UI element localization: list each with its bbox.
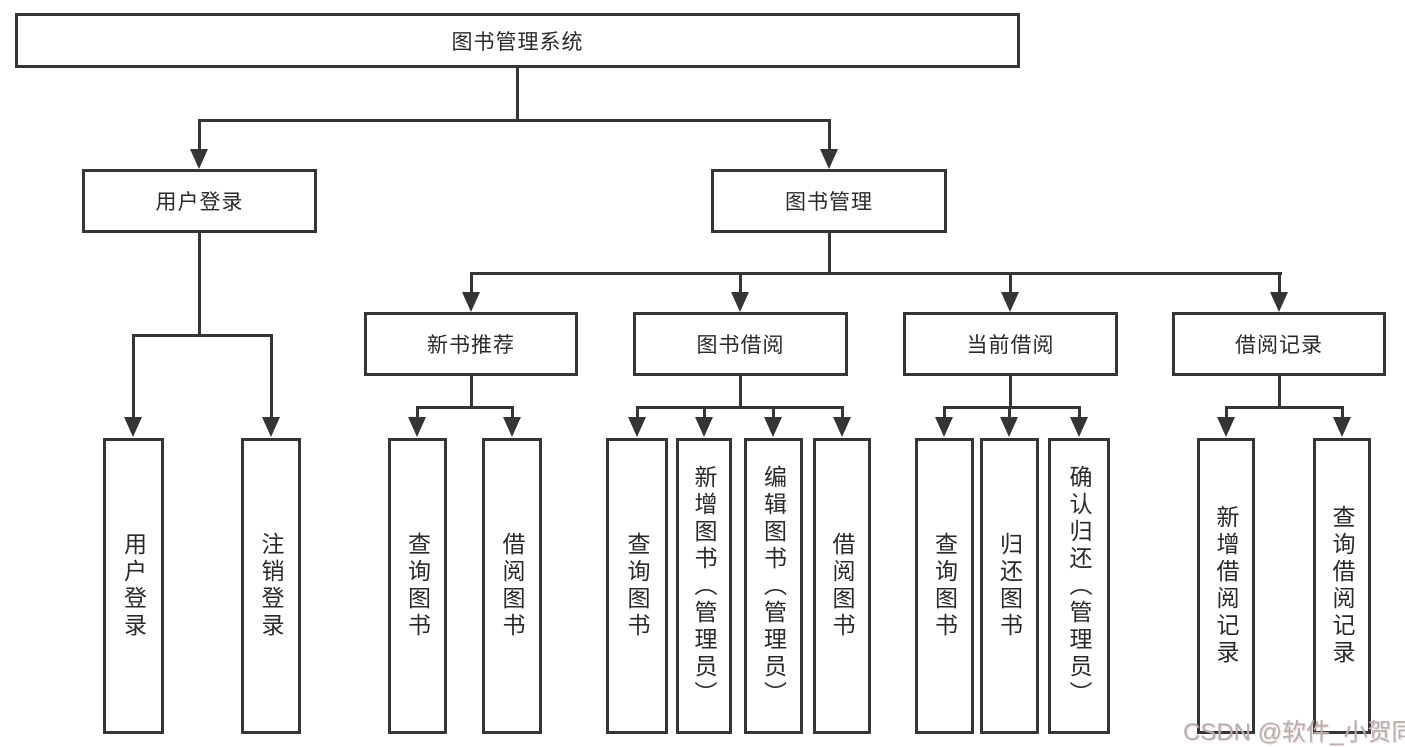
connector-drop-book-borrowing — [739, 272, 742, 294]
connector-bus-current — [943, 406, 1081, 409]
csdn-watermark: CSDN @软件_小贺同学 — [1183, 719, 1405, 746]
connector-drop-bb-query — [636, 406, 639, 419]
leaf-borrowing-edit-books-admin: 编辑图书（管理员） — [744, 438, 803, 734]
leaf-current-return-books: 归还图书 — [980, 438, 1039, 734]
connector-drop-bb-edit — [772, 406, 775, 419]
connector-bus-user-login — [132, 334, 273, 337]
connector-newbook-stub — [470, 376, 473, 408]
connector-current-stub — [1009, 376, 1012, 408]
leaf-records-add-record: 新增借阅记录 — [1197, 438, 1255, 734]
node-label: 借阅图书 — [829, 532, 855, 640]
connector-drop-leaf-logout — [270, 334, 273, 418]
node-label: 确认归还（管理员） — [1066, 464, 1092, 708]
arrowhead-leaf-user-login — [124, 417, 142, 437]
connector-book-management-stub — [828, 233, 831, 274]
connector-drop-nb-query — [416, 406, 419, 419]
leaf-newbook-query-books: 查询图书 — [388, 438, 447, 734]
connector-drop-rec-add — [1225, 406, 1228, 419]
node-label: 查询图书 — [931, 532, 958, 640]
arrowhead-user-login — [190, 149, 208, 169]
leaf-current-query-books: 查询图书 — [915, 438, 974, 734]
node-label: 当前借阅 — [966, 334, 1055, 357]
node-label: 图书管理系统 — [451, 30, 584, 54]
node-label: 新增借阅记录 — [1213, 505, 1239, 667]
connector-bus-borrowing — [636, 406, 844, 409]
connector-drop-leaf-user-login — [132, 334, 135, 418]
node-label: 新增图书（管理员） — [691, 464, 717, 708]
leaf-borrowing-add-books-admin: 新增图书（管理员） — [676, 438, 732, 734]
arrowhead-cb-query — [935, 417, 953, 437]
arrowhead-new-book — [462, 292, 480, 312]
node-library-management-system: 图书管理系统 — [15, 13, 1020, 68]
arrowhead-book-management — [820, 149, 838, 169]
connector-drop-user-login — [198, 119, 201, 151]
connector-drop-cb-query — [943, 406, 946, 419]
connector-drop-bb-add — [703, 406, 706, 419]
leaf-records-query-record: 查询借阅记录 — [1313, 438, 1371, 734]
connector-drop-current-borrowing — [1009, 272, 1012, 294]
node-label: 借阅记录 — [1235, 334, 1323, 357]
leaf-logout: 注销登录 — [241, 438, 301, 734]
node-label: 用户登录 — [120, 532, 147, 640]
leaf-newbook-borrow-books: 借阅图书 — [482, 438, 542, 734]
node-label: 图书借阅 — [696, 334, 785, 357]
node-label: 查询图书 — [404, 532, 431, 640]
node-label: 借阅图书 — [499, 532, 525, 640]
arrowhead-nb-borrow — [503, 417, 521, 437]
connector-bus-level2 — [470, 272, 1282, 275]
arrowhead-borrowing-records — [1270, 292, 1288, 312]
arrowhead-rec-add — [1217, 417, 1235, 437]
leaf-borrowing-query-books: 查询图书 — [606, 438, 668, 734]
node-label: 用户登录 — [155, 191, 244, 214]
node-label: 归还图书 — [996, 532, 1023, 640]
arrowhead-bb-add — [695, 417, 713, 437]
connector-drop-cb-return — [1008, 406, 1011, 419]
connector-bus-level1 — [198, 119, 831, 122]
arrowhead-current-borrowing — [1001, 292, 1019, 312]
node-label: 编辑图书（管理员） — [760, 464, 787, 708]
arrowhead-nb-query — [408, 417, 426, 437]
arrowhead-rec-query — [1333, 417, 1351, 437]
node-label: 查询借阅记录 — [1329, 505, 1355, 667]
node-label: 查询图书 — [624, 532, 650, 640]
connector-user-login-stub — [198, 233, 201, 336]
connector-records-stub — [1278, 376, 1281, 408]
leaf-current-confirm-return-admin: 确认归还（管理员） — [1048, 438, 1110, 734]
node-label: 新书推荐 — [427, 334, 515, 357]
arrowhead-leaf-logout — [262, 417, 280, 437]
arrowhead-cb-confirm — [1070, 417, 1088, 437]
connector-bus-records — [1225, 406, 1344, 409]
connector-borrowing-stub — [739, 376, 742, 408]
node-current-borrowing: 当前借阅 — [903, 312, 1118, 376]
connector-drop-book-management — [828, 119, 831, 151]
node-user-login: 用户登录 — [82, 169, 317, 233]
connector-bus-newbook — [416, 406, 514, 409]
leaf-user-login: 用户登录 — [103, 438, 164, 734]
node-book-borrowing: 图书借阅 — [633, 312, 848, 376]
connector-root-stub — [516, 68, 519, 121]
arrowhead-book-borrowing — [731, 292, 749, 312]
arrowhead-cb-return — [1000, 417, 1018, 437]
node-label: 注销登录 — [258, 532, 284, 640]
arrowhead-bb-borrow — [833, 417, 851, 437]
arrowhead-bb-edit — [764, 417, 782, 437]
connector-drop-new-book — [470, 272, 473, 294]
connector-drop-cb-confirm — [1078, 406, 1081, 419]
node-new-book-recommend: 新书推荐 — [364, 312, 578, 376]
arrowhead-bb-query — [628, 417, 646, 437]
node-book-management: 图书管理 — [711, 169, 947, 233]
node-borrowing-records: 借阅记录 — [1172, 312, 1386, 376]
node-label: 图书管理 — [785, 191, 873, 214]
connector-drop-borrowing-records — [1278, 272, 1281, 294]
connector-drop-bb-borrow — [841, 406, 844, 419]
connector-drop-nb-borrow — [511, 406, 514, 419]
connector-drop-rec-query — [1341, 406, 1344, 419]
leaf-borrowing-borrow-books: 借阅图书 — [813, 438, 871, 734]
